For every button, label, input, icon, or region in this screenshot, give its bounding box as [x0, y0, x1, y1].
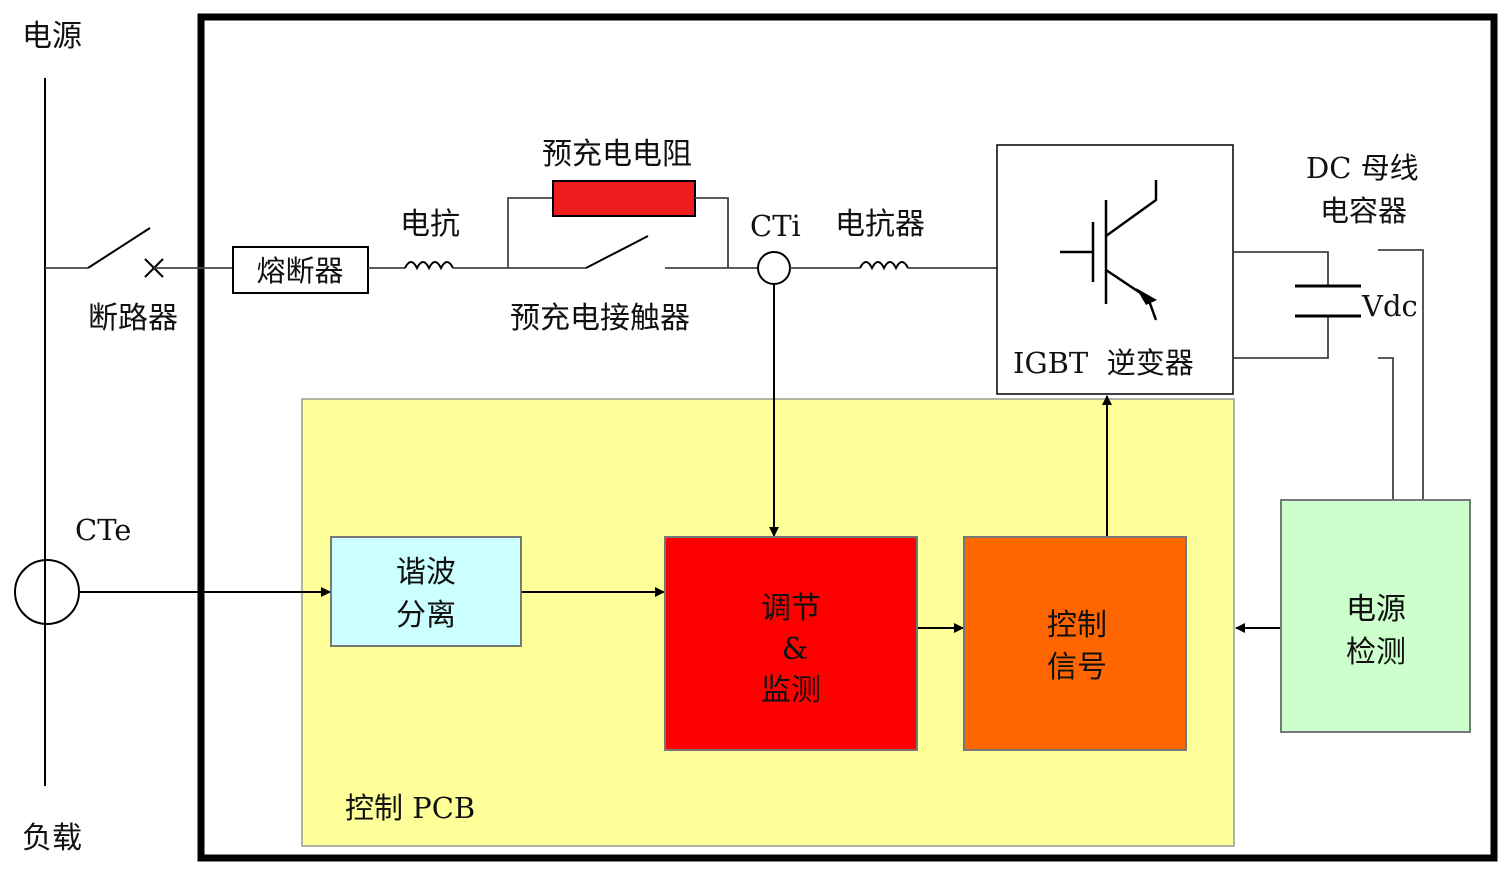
control-block-label-line2: 信号 [1047, 650, 1107, 685]
regulate-monitor-block [664, 536, 918, 751]
breaker-label: 断路器 [88, 301, 178, 336]
inverter-label: IGBT 逆变器 [1013, 346, 1194, 380]
vdc-sense-wire [1378, 357, 1394, 500]
detect-block-label-line1: 电源 [1346, 592, 1406, 627]
precharge-contactor-label: 预充电接触器 [510, 301, 690, 336]
cti-label: CTi [750, 209, 801, 243]
reactor-coil-icon [859, 261, 909, 271]
cte-sensor-icon [14, 559, 80, 625]
precharge-branch-wire [507, 197, 553, 268]
detect-block-label-line2: 检测 [1346, 635, 1406, 670]
breaker-switch [87, 227, 151, 269]
harmonic-separation-block [330, 536, 522, 647]
fuse-box [232, 246, 369, 294]
vdc-sense-wire [1378, 249, 1424, 500]
cti-sensor-icon [757, 251, 791, 285]
precharge-contactor-switch [585, 235, 649, 269]
regulate-block-label-line1: 调节 [761, 591, 821, 626]
dc-bus-cap-label-line2: 电容器 [1320, 194, 1407, 228]
harmonic-block-label-line2: 分离 [396, 598, 456, 633]
vdc-label: Vdc [1361, 289, 1418, 323]
reactor-coil-icon [404, 261, 454, 271]
dc-bus-cap-label-line1: DC 母线 [1306, 151, 1419, 185]
igbt-inverter-box [996, 144, 1234, 395]
regulate-block-label-line3: 监测 [761, 673, 821, 708]
regulate-block-label-line2: & [782, 632, 809, 667]
precharge-resistor [552, 180, 696, 217]
precharge-branch-wire [695, 197, 729, 268]
igbt-emitter-arrow-icon [1136, 288, 1157, 305]
harmonic-block-label-line1: 谐波 [396, 555, 456, 590]
control-pcb-label: 控制 PCB [345, 791, 475, 825]
power-detect-block [1280, 499, 1471, 733]
dc-bus-wire [1233, 251, 1329, 286]
cte-label: CTe [75, 513, 131, 547]
precharge-resistor-label: 预充电电阻 [542, 137, 692, 172]
reactor-1-label: 电抗 [400, 207, 460, 242]
control-signal-block [963, 536, 1187, 751]
cabinet-frame [197, 13, 1498, 862]
load-label: 负载 [22, 821, 82, 856]
dc-bus-wire [1233, 316, 1329, 359]
reactor-2-label: 电抗器 [835, 207, 925, 242]
power-source-label: 电源 [22, 19, 82, 54]
control-block-label-line1: 控制 [1047, 608, 1107, 643]
fuse-label: 熔断器 [256, 254, 343, 288]
